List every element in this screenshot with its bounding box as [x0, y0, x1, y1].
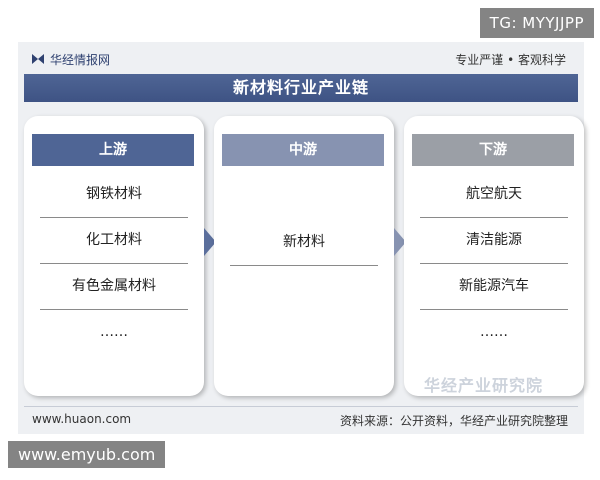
list-item: ……	[480, 324, 508, 340]
list-item: 有色金属材料	[40, 264, 188, 310]
midstream-column: 中游 新材料	[214, 116, 394, 396]
downstream-header: 下游	[412, 134, 574, 166]
watermark-text: 华经产业研究院	[424, 376, 544, 395]
industry-chain-card: 华经情报网 专业严谨 • 客观科学 新材料行业产业链 上游 钢铁材料 化工材料 …	[18, 42, 584, 434]
midstream-header: 中游	[222, 134, 384, 166]
upstream-column: 上游 钢铁材料 化工材料 有色金属材料 ……	[24, 116, 204, 396]
upstream-items: 钢铁材料 化工材料 有色金属材料 ……	[24, 172, 204, 356]
footer-url: www.huaon.com	[32, 412, 132, 426]
downstream-items: 航空航天 清洁能源 新能源汽车 ……	[404, 172, 584, 356]
brand-slogan: 专业严谨 • 客观科学	[455, 53, 566, 67]
midstream-items: 新材料	[214, 220, 394, 266]
list-item: 新能源汽车	[420, 264, 568, 310]
flow-arrow-icon	[394, 228, 406, 256]
list-item: 化工材料	[40, 218, 188, 264]
upstream-header: 上游	[32, 134, 194, 166]
footer-source: 资料来源：公开资料，华经产业研究院整理	[339, 414, 568, 428]
flow-arrow-icon	[204, 228, 216, 256]
footer-divider	[24, 406, 578, 407]
list-item: 航空航天	[420, 172, 568, 218]
diagram-title: 新材料行业产业链	[24, 74, 578, 102]
logo-icon	[32, 54, 44, 64]
brand-name: 华经情报网	[50, 53, 111, 67]
list-item: 清洁能源	[420, 218, 568, 264]
site-overlay-badge: www.emyub.com	[8, 441, 166, 468]
list-item: 新材料	[230, 220, 378, 266]
list-item: 钢铁材料	[40, 172, 188, 218]
tg-overlay-badge: TG: MYYJJPP	[479, 8, 594, 38]
downstream-column: 下游 航空航天 清洁能源 新能源汽车 ……	[404, 116, 584, 396]
brand-row: 华经情报网 专业严谨 • 客观科学	[18, 48, 584, 70]
list-item: ……	[100, 324, 128, 340]
